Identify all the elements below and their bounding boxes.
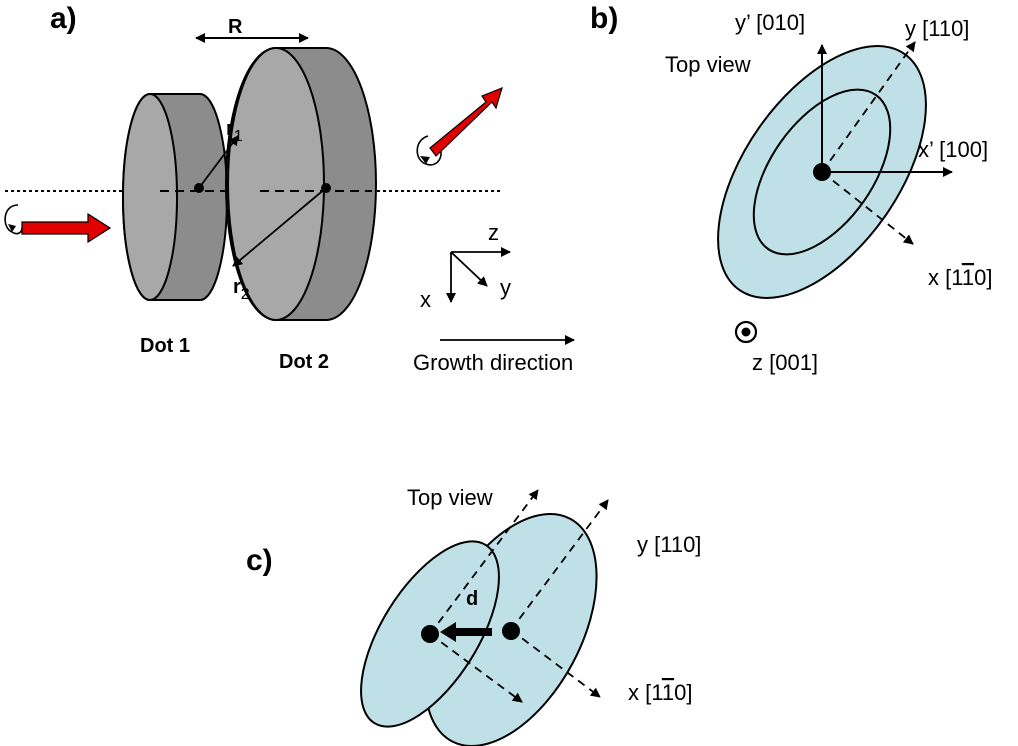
panel-c-label: c) <box>246 544 273 577</box>
inner-ellipse <box>752 88 892 256</box>
front-x-axis <box>429 633 523 703</box>
x-1-10-axis <box>821 171 914 245</box>
panel-b: b) Top view y’ [010] y [110] x’ [100] x … <box>590 2 992 375</box>
y-axis-label: y [110] <box>905 16 969 41</box>
panel-b-label: b) <box>590 2 618 35</box>
back-center <box>502 622 520 640</box>
panel-c-top-view: Top view <box>407 485 493 510</box>
axis-z-label: z <box>488 220 499 245</box>
displacement-d-arrow <box>440 622 492 642</box>
panel-a-label: a) <box>50 2 77 35</box>
separation-label: R <box>228 16 243 38</box>
front-y-axis <box>429 489 539 635</box>
x-prime-label: x’ [100] <box>918 137 988 162</box>
x-axis-label: x [110] <box>928 265 992 290</box>
panel-b-center <box>813 163 831 181</box>
panel-a: a) R r1 r2 <box>4 2 575 375</box>
axis-x-label: x <box>420 287 431 312</box>
radius-r2-arrow <box>232 187 327 267</box>
spin-arrow-left <box>4 204 112 244</box>
panel-c-y-axis-label: y [110] <box>637 532 701 557</box>
spin-arrow-right <box>416 86 503 166</box>
radius-r2-label: r2 <box>233 276 250 303</box>
dot-2-disk <box>225 47 377 321</box>
y-prime-label: y’ [010] <box>735 10 805 35</box>
coordinate-axes: z y x <box>420 220 511 312</box>
dot-1-label: Dot 1 <box>140 335 190 357</box>
radius-r1-arrow <box>198 135 239 189</box>
growth-direction-label: Growth direction <box>413 350 573 375</box>
panel-c: c) Top view d y [110] x [110] <box>246 485 701 746</box>
d-label: d <box>466 588 478 610</box>
z-out-of-page-icon <box>734 320 758 344</box>
panel-c-x-axis-label: x [110] <box>628 680 692 705</box>
back-x-axis <box>510 629 601 698</box>
front-center <box>421 625 439 643</box>
radius-r1-label: r1 <box>226 118 243 145</box>
dot-1-disk <box>122 93 250 301</box>
panel-b-top-view: Top view <box>665 52 751 77</box>
dot-2-label: Dot 2 <box>279 351 329 373</box>
z-axis-label: z [001] <box>752 350 818 375</box>
y-110-axis <box>821 41 916 173</box>
axis-y-label: y <box>500 275 511 300</box>
